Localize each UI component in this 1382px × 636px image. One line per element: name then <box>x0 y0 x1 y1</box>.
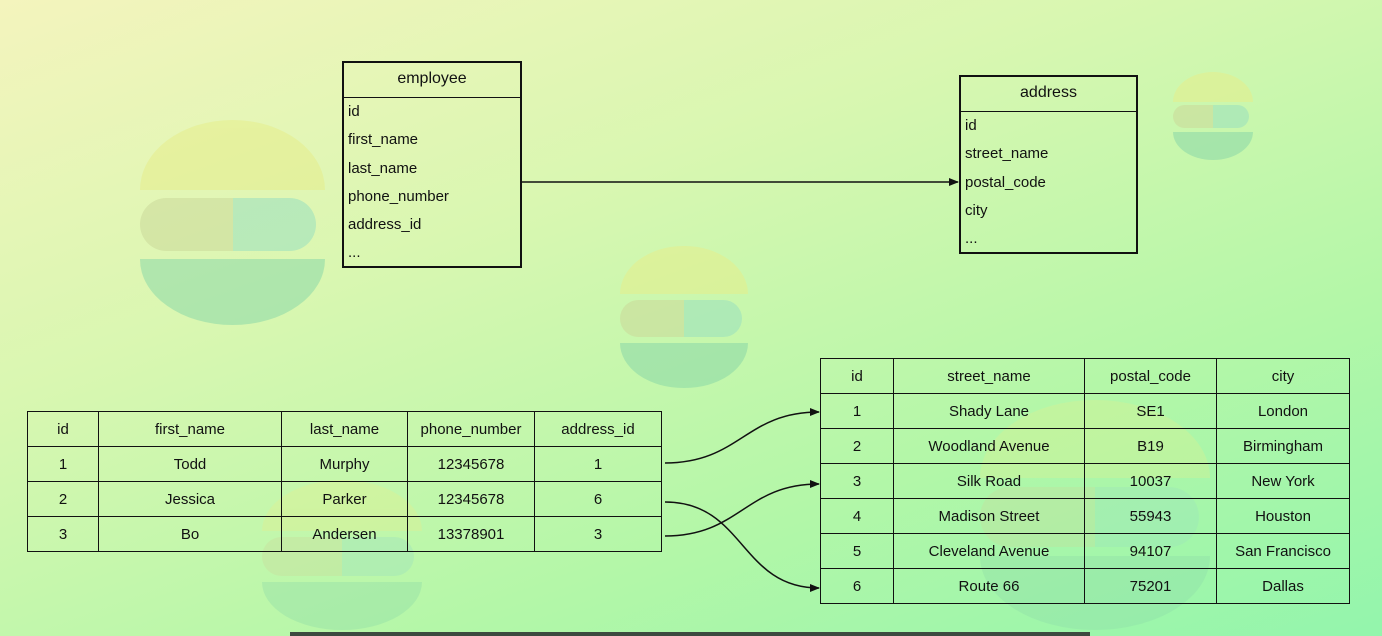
table-cell: San Francisco <box>1216 533 1350 569</box>
entity-address-attr: street_name <box>965 145 1049 163</box>
bottom-edge-bar <box>290 632 1090 636</box>
table-cell: 2 <box>27 481 99 517</box>
table-cell: 12345678 <box>407 446 535 482</box>
entity-employee-attr: last_name <box>348 159 418 177</box>
entity-address-attr: ... <box>965 230 978 248</box>
entity-address: address id street_name postal_code city … <box>959 75 1138 254</box>
row-link-arrow-3-to-3 <box>664 480 820 537</box>
entity-address-attr: city <box>965 201 988 219</box>
table-row: 3 Silk Road 10037 New York <box>820 463 1350 499</box>
row-link-arrow-2-to-6 <box>664 501 820 592</box>
entity-address-title: address <box>961 77 1136 112</box>
employee-table: id first_name last_name phone_number add… <box>27 411 662 552</box>
entity-employee-attr: first_name <box>348 131 419 149</box>
entity-employee-attr: ... <box>348 244 361 262</box>
table-cell: 1 <box>27 446 99 482</box>
entity-employee: employee id first_name last_name phone_n… <box>342 61 522 268</box>
entity-employee-attr: phone_number <box>348 187 449 205</box>
table-row: 4 Madison Street 55943 Houston <box>820 498 1350 534</box>
table-cell: Todd <box>98 446 282 482</box>
table-cell: Cleveland Avenue <box>893 533 1085 569</box>
entity-address-attr: postal_code <box>965 173 1046 191</box>
table-cell: Madison Street <box>893 498 1085 534</box>
row-link-arrow-1-to-1 <box>664 408 820 464</box>
column-header: id <box>27 411 99 447</box>
table-cell: 94107 <box>1084 533 1217 569</box>
column-header: postal_code <box>1084 358 1217 394</box>
table-cell: 3 <box>534 516 662 552</box>
table-cell: Dallas <box>1216 568 1350 604</box>
table-cell: 4 <box>820 498 894 534</box>
column-header: phone_number <box>407 411 535 447</box>
table-cell: 6 <box>820 568 894 604</box>
column-header: first_name <box>98 411 282 447</box>
table-cell: 13378901 <box>407 516 535 552</box>
table-cell: 55943 <box>1084 498 1217 534</box>
table-cell: Route 66 <box>893 568 1085 604</box>
table-cell: Bo <box>98 516 282 552</box>
table-cell: 3 <box>27 516 99 552</box>
table-row: 1 Todd Murphy 12345678 1 <box>27 446 662 482</box>
table-cell: New York <box>1216 463 1350 499</box>
entity-employee-attr: id <box>348 103 360 120</box>
table-cell: London <box>1216 393 1350 429</box>
entity-employee-title: employee <box>344 63 520 98</box>
table-row: 6 Route 66 75201 Dallas <box>820 568 1350 604</box>
table-cell: 2 <box>820 428 894 464</box>
table-cell: Woodland Avenue <box>893 428 1085 464</box>
table-cell: Shady Lane <box>893 393 1085 429</box>
table-cell: 6 <box>534 481 662 517</box>
column-header: last_name <box>281 411 408 447</box>
table-cell: Houston <box>1216 498 1350 534</box>
table-cell: Silk Road <box>893 463 1085 499</box>
table-cell: 3 <box>820 463 894 499</box>
table-row: 2 Jessica Parker 12345678 6 <box>27 481 662 517</box>
column-header: city <box>1216 358 1350 394</box>
entity-address-attr: id <box>965 117 977 134</box>
entity-employee-attr: address_id <box>348 216 422 234</box>
table-row: 3 Bo Andersen 13378901 3 <box>27 516 662 552</box>
address-table: id street_name postal_code city 1 Shady … <box>820 358 1350 604</box>
